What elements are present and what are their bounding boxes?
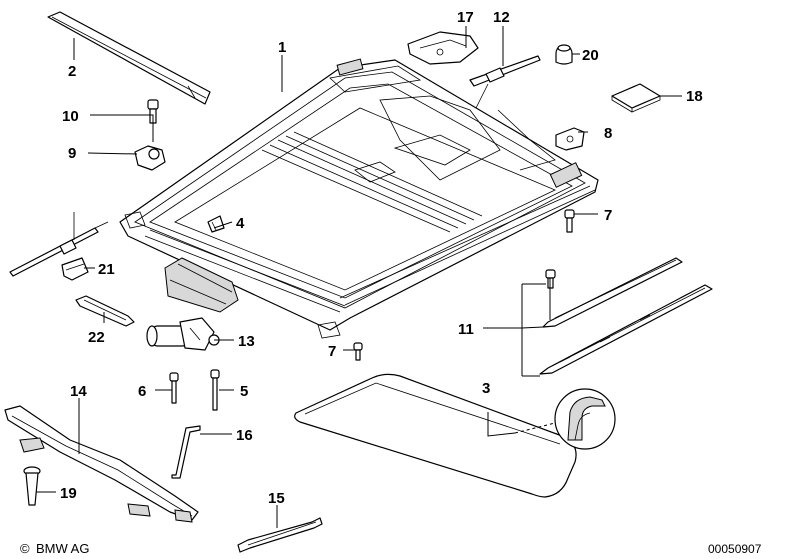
part-9-bearing-block[interactable] [134, 145, 166, 171]
callout-13: 13 [238, 333, 255, 350]
callout-21: 21 [98, 261, 115, 278]
part-21-clip[interactable] [61, 257, 89, 281]
part-6-screw[interactable] [169, 372, 179, 404]
brand-label: BMW AG [36, 541, 89, 556]
callout-2: 2 [68, 63, 76, 80]
diagram-number: 00050907 [708, 542, 762, 556]
part-17-bracket[interactable] [407, 31, 479, 65]
callout-19: 19 [60, 485, 77, 502]
part-20-grommet[interactable] [555, 44, 573, 65]
callout-5: 5 [240, 383, 248, 400]
part-22-strap[interactable] [75, 295, 135, 327]
part-3-sunroof-panel[interactable] [294, 373, 577, 498]
copyright-symbol: © [20, 541, 30, 556]
callout-11: 11 [458, 321, 474, 338]
part-13-drive-motor[interactable] [146, 317, 220, 351]
part-7-screw-center[interactable] [353, 342, 363, 361]
part-4-clip[interactable] [207, 215, 225, 233]
part-2-front-strip[interactable] [47, 11, 211, 105]
callout-18: 18 [686, 88, 703, 105]
callout-20: 20 [582, 47, 599, 64]
part-19-plug[interactable] [23, 466, 41, 506]
part-7-screw-right[interactable] [564, 209, 575, 233]
callout-10: 10 [62, 108, 79, 125]
seal-detail-circle [514, 388, 616, 450]
callout-7-right: 7 [604, 207, 612, 224]
drive-cable-left[interactable] [9, 212, 109, 277]
callout-15: 15 [268, 490, 285, 507]
part-14-wind-deflector[interactable] [4, 405, 199, 523]
part-16-bent-rod[interactable] [171, 425, 201, 479]
callout-22: 22 [88, 329, 105, 346]
callout-4: 4 [236, 215, 245, 232]
part-5-screw[interactable] [210, 369, 220, 411]
callout-3: 3 [482, 380, 490, 397]
callout-14: 14 [70, 383, 87, 400]
part-11-guide-rails[interactable] [539, 257, 713, 375]
leader-lines [36, 26, 682, 528]
callout-8: 8 [604, 125, 612, 142]
motor-mounting-plate[interactable] [164, 257, 239, 313]
callout-1: 1 [278, 39, 286, 56]
part-8-bracket[interactable] [555, 127, 585, 151]
callout-9: 9 [68, 145, 76, 162]
callout-16: 16 [236, 427, 253, 444]
part-1-sunroof-frame[interactable] [119, 58, 599, 339]
part-15-lever[interactable] [237, 517, 323, 553]
callout-6: 6 [138, 383, 146, 400]
part-18-pad[interactable] [611, 83, 661, 113]
part-12-drive-shaft[interactable] [469, 55, 541, 109]
callout-12: 12 [493, 9, 510, 26]
callout-7-center: 7 [328, 343, 336, 360]
callout-17: 17 [457, 9, 474, 26]
